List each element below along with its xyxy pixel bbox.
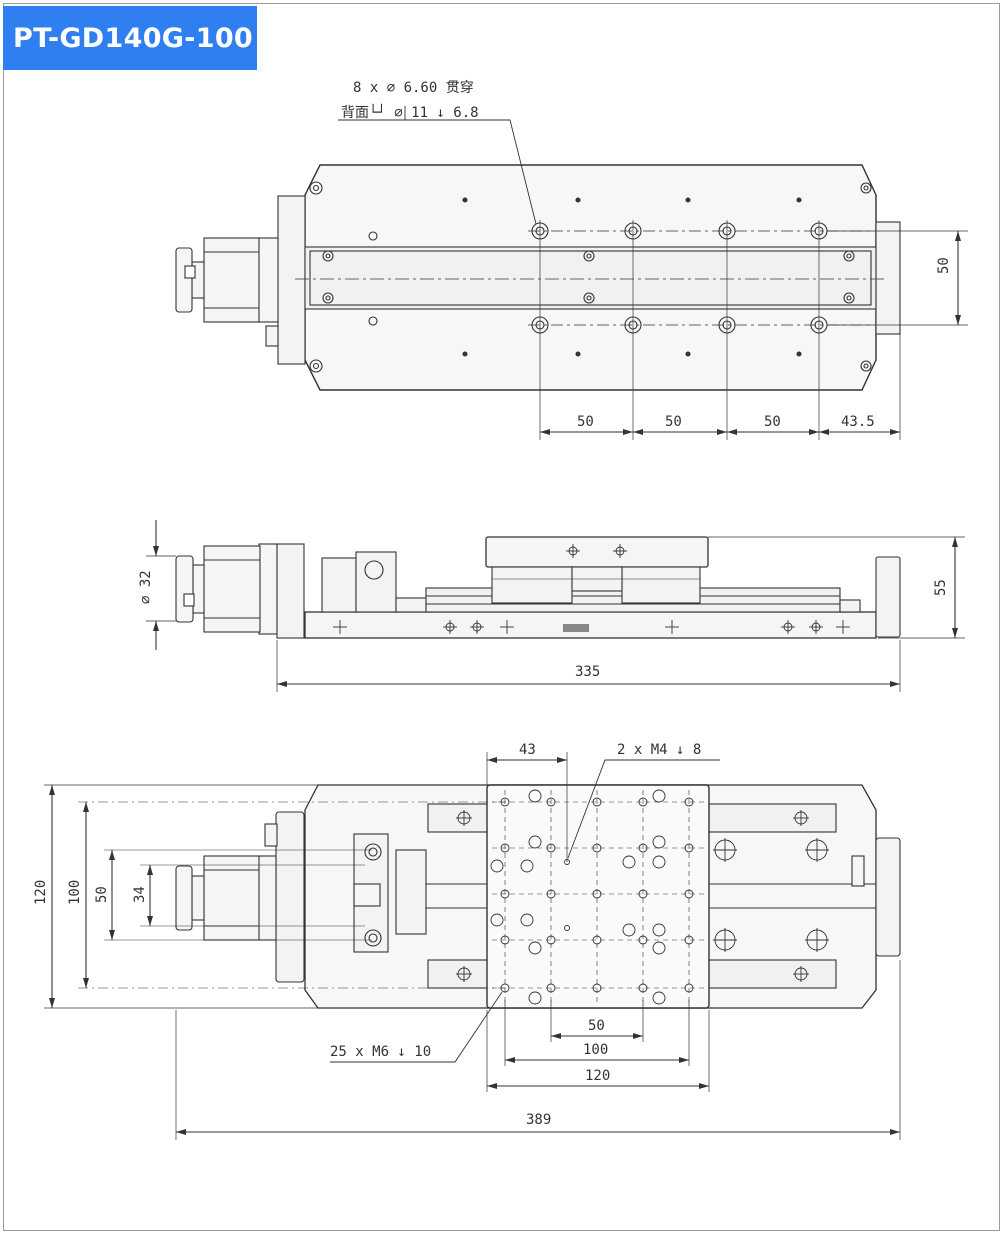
hole-note-through: 8 x ⌀ 6.60 贯穿 <box>353 80 474 96</box>
overall-length-389: 389 <box>526 1112 551 1128</box>
pitch-dim-4: 43.5 <box>841 414 875 430</box>
hole-note-counterbore: 背面└┘ ⌀ 11 ↓ 6.8 <box>341 104 479 121</box>
hole-pitch-100: 100 <box>583 1042 608 1058</box>
carriage-width-120: 120 <box>585 1068 610 1084</box>
side-view <box>146 520 965 692</box>
width-dim-50: 50 <box>94 886 110 903</box>
hole-pitch-50: 50 <box>588 1018 605 1034</box>
drawing-frame <box>3 3 1000 1231</box>
top-view <box>175 106 968 440</box>
side-view-labels: ⌀ 32 55 335 <box>138 570 949 680</box>
m4-note: 2 x M4 ↓ 8 <box>617 742 701 758</box>
height-dim: 55 <box>933 579 949 596</box>
pitch-dim-2: 50 <box>665 414 682 430</box>
model-title: PT-GD140G-100 <box>3 6 257 70</box>
width-dim-34: 34 <box>132 886 148 903</box>
row-spacing-dim: 50 <box>936 257 952 274</box>
top-view-labels: 8 x ⌀ 6.60 贯穿 背面└┘ ⌀ 11 ↓ 6.8 50 50 50 4… <box>341 80 952 430</box>
m6-note: 25 x M6 ↓ 10 <box>330 1044 431 1060</box>
length-dim: 335 <box>575 664 600 680</box>
offset-dim-43: 43 <box>519 742 536 758</box>
pitch-dim-3: 50 <box>764 414 781 430</box>
motor-diameter-dim: ⌀ 32 <box>138 570 154 604</box>
width-dim-120: 120 <box>33 880 49 905</box>
width-dim-100: 100 <box>67 880 83 905</box>
pitch-dim-1: 50 <box>577 414 594 430</box>
bottom-view <box>44 752 901 1140</box>
bottom-view-labels: 43 2 x M4 ↓ 8 50 100 120 25 x M6 ↓ 10 38… <box>33 742 701 1128</box>
